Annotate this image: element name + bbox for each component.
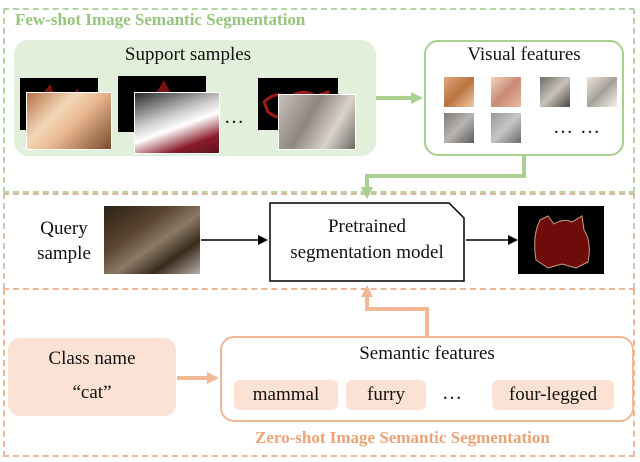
arrow-visual-to-model: [361, 156, 526, 199]
semantic-chip: mammal: [234, 380, 338, 410]
semantic-ellipsis: …: [442, 382, 463, 404]
middle-frame: [3, 193, 635, 289]
visual-feature-patch: [491, 77, 521, 107]
visual-feature-patch: [491, 113, 521, 143]
visual-feature-patch: [444, 113, 474, 143]
visual-feature-patch: [587, 77, 617, 107]
zero-shot-title: Zero-shot Image Semantic Segmentation: [252, 428, 553, 448]
support-image-1: [26, 92, 112, 150]
support-image-2: [134, 92, 220, 154]
query-image: [104, 206, 200, 274]
support-ellipsis: …: [224, 106, 245, 128]
divider-bottom: [3, 288, 635, 290]
few-shot-title: Few-shot Image Semantic Segmentation: [12, 10, 309, 30]
arrow-semantic-to-model: [361, 285, 429, 336]
query-sample-label: Query sample: [37, 218, 91, 264]
support-samples-label: Support samples: [124, 44, 252, 65]
class-name-label: Class name “cat”: [48, 348, 136, 403]
class-name-box: [8, 338, 176, 416]
semantic-chip: four-legged: [492, 380, 614, 410]
visual-feature-patch: [444, 77, 474, 107]
segmentation-model-box: [269, 202, 465, 282]
few-shot-frame: [3, 8, 635, 193]
semantic-chip: furry: [346, 380, 426, 410]
visual-features-label: Visual features: [467, 44, 581, 65]
semantic-features-label: Semantic features: [359, 343, 495, 364]
zero-shot-frame: [3, 289, 635, 457]
output-mask: [518, 206, 604, 274]
support-image-3: [278, 94, 356, 150]
visual-features-ellipsis: … …: [553, 116, 601, 138]
segmentation-model-label: Pretrained segmentation model: [290, 216, 444, 263]
visual-feature-patch: [540, 77, 570, 107]
divider-top: [3, 193, 635, 195]
